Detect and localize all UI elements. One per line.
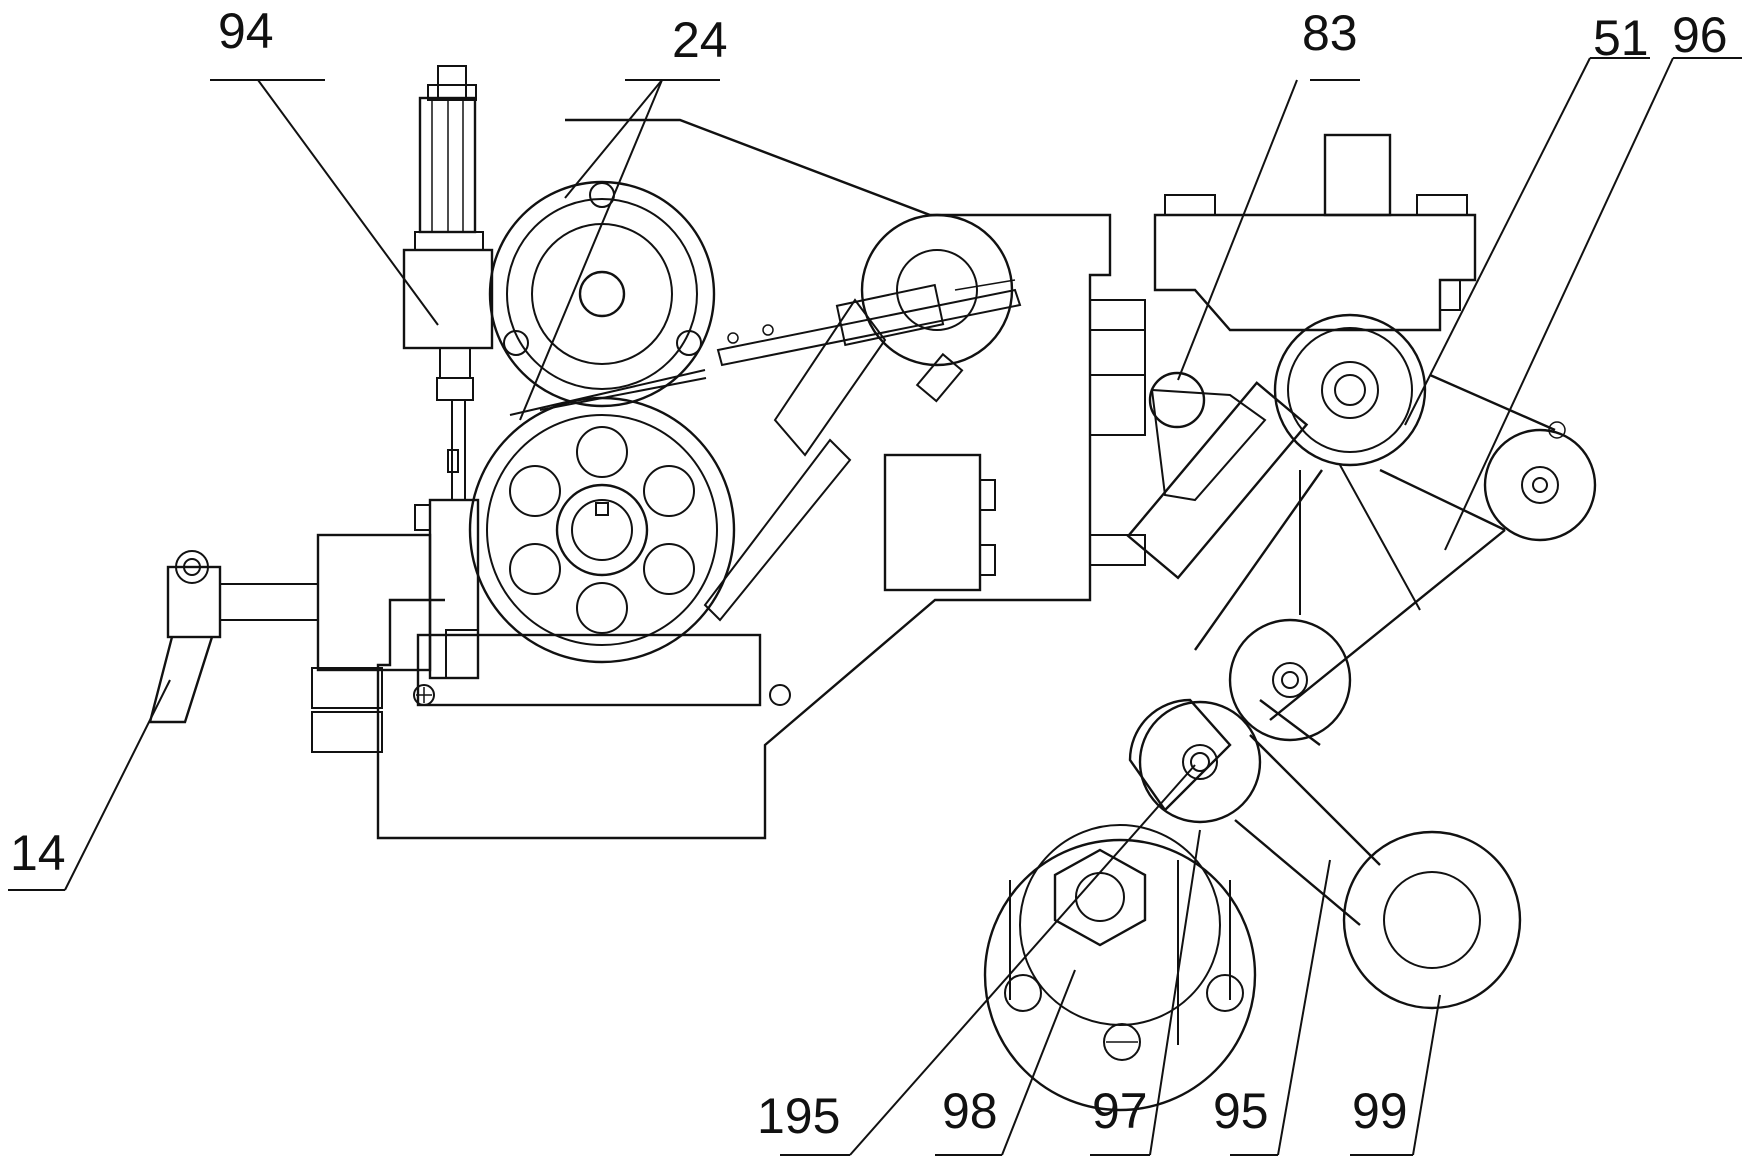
side-bracket [220,500,478,752]
label-99: 99 [1352,1083,1408,1139]
base-plate [418,635,760,705]
main-housing [378,120,1110,838]
lower-drum [985,825,1255,1110]
small-roller [1344,832,1520,1008]
part-labels: 94 24 83 51 96 14 195 98 97 95 99 [10,3,1728,1144]
label-51: 51 [1593,10,1649,66]
label-83: 83 [1302,5,1358,61]
label-24: 24 [672,12,728,68]
lower-link [1130,700,1380,925]
label-94: 94 [218,3,274,59]
lower-drive-wheel [470,398,734,662]
label-14: 14 [10,825,66,881]
tensioner-arm [705,300,962,620]
vertical-actuator [404,66,492,500]
motor-block [885,455,980,590]
right-arm-assembly [985,135,1595,1110]
idler-roller [862,215,1012,365]
label-96: 96 [1672,7,1728,63]
main-pulley [1275,315,1425,465]
leader-lines [8,58,1742,1155]
cam-roller [1128,373,1306,578]
handle-lever [150,551,220,722]
upper-pressure-roller [490,182,714,406]
mounting-block [1155,215,1475,330]
label-98: 98 [942,1083,998,1139]
label-195: 195 [757,1088,840,1144]
base-bolt-right [770,685,790,705]
left-feed-assembly [150,66,1110,838]
label-97: 97 [1092,1083,1148,1139]
label-95: 95 [1213,1083,1269,1139]
